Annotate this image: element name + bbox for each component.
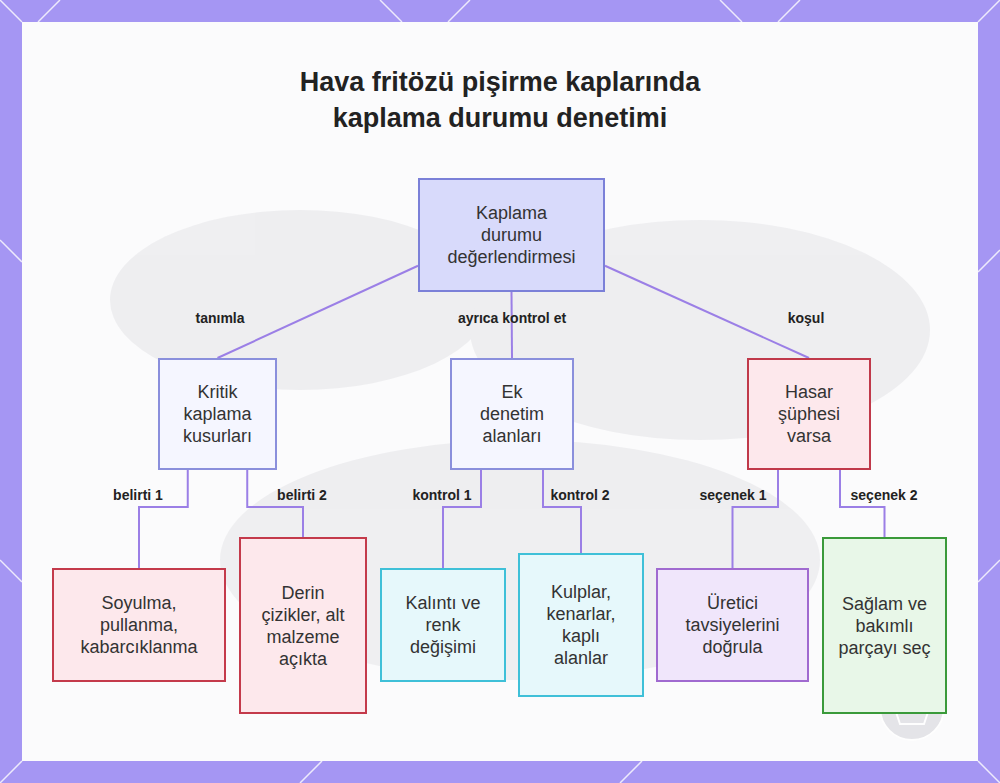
connector-line: [605, 266, 809, 358]
edge-label: ayrıca kontrol et: [455, 309, 569, 327]
option-box: Sağlam ve bakımlı parçayı seç: [822, 537, 947, 714]
edge-label: belirti 1: [110, 486, 166, 504]
node-text: Derin çizikler, alt malzeme açıkta: [261, 582, 346, 670]
connector-line: [733, 470, 779, 568]
node-text: Ek denetim alanları: [472, 381, 552, 447]
node-text: Hasar şüphesi varsa: [769, 381, 849, 447]
edge-label: seçenek 1: [697, 486, 770, 504]
defect-box: Soyulma, pullanma, kabarcıklanma: [52, 568, 226, 682]
connector-line: [840, 470, 885, 537]
node-text: Sağlam ve bakımlı parçayı seç: [835, 593, 935, 659]
connector-line: [543, 470, 581, 553]
edge-label: belirti 2: [274, 486, 330, 504]
edge-label: kontrol 1: [409, 486, 474, 504]
edge-label: tanımla: [192, 309, 247, 327]
condition-box: Hasar şüphesi varsa: [747, 358, 871, 470]
edge-label: koşul: [785, 309, 828, 327]
node-text: Kritik kaplama kusurları: [175, 381, 260, 447]
node-text: Kulplar, kenarlar, kaplı alanlar: [539, 581, 624, 669]
check-box: Kulplar, kenarlar, kaplı alanlar: [518, 553, 644, 697]
edge-label: kontrol 2: [547, 486, 612, 504]
defect-box: Derin çizikler, alt malzeme açıkta: [239, 537, 367, 714]
edge-label: seçenek 2: [848, 486, 921, 504]
category-box: Kritik kaplama kusurları: [158, 358, 277, 470]
connector-line: [443, 470, 481, 568]
node-text: Kaplama durumu değerlendirmesi: [444, 202, 579, 268]
root-box: Kaplama durumu değerlendirmesi: [418, 178, 605, 292]
check-box: Kalıntı ve renk değişimi: [380, 568, 506, 682]
connector-line: [139, 470, 188, 568]
node-text: Kalıntı ve renk değişimi: [393, 592, 493, 658]
category-box: Ek denetim alanları: [450, 358, 574, 470]
connector-line: [218, 266, 419, 358]
node-text: Soyulma, pullanma, kabarcıklanma: [72, 592, 207, 658]
connector-line: [247, 470, 303, 537]
option-box: Üretici tavsiyelerini doğrula: [656, 568, 809, 682]
diagram-title: Hava fritözü pişirme kaplarında kaplama …: [250, 64, 750, 136]
node-text: Üretici tavsiyelerini doğrula: [675, 592, 790, 658]
